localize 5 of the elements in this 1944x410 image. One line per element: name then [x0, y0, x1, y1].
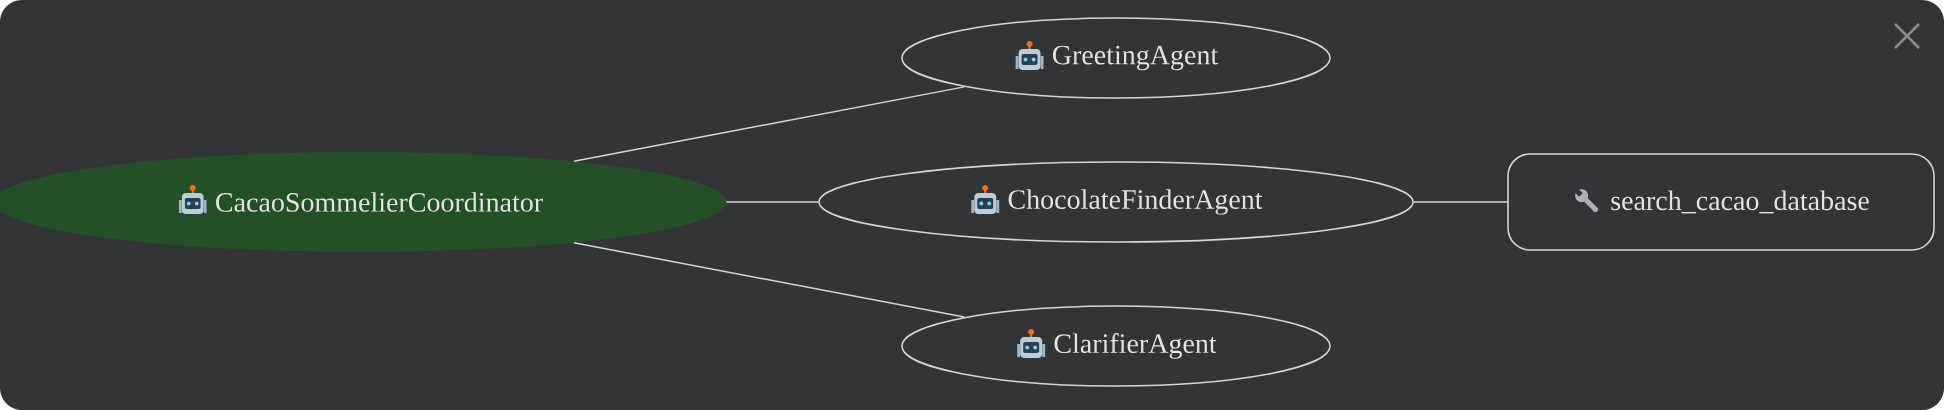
tool-box: search_cacao_database — [1507, 153, 1935, 251]
connector-line — [573, 242, 966, 318]
connector-line — [573, 86, 966, 162]
connector-line — [1413, 201, 1508, 203]
connector-line — [725, 201, 819, 203]
